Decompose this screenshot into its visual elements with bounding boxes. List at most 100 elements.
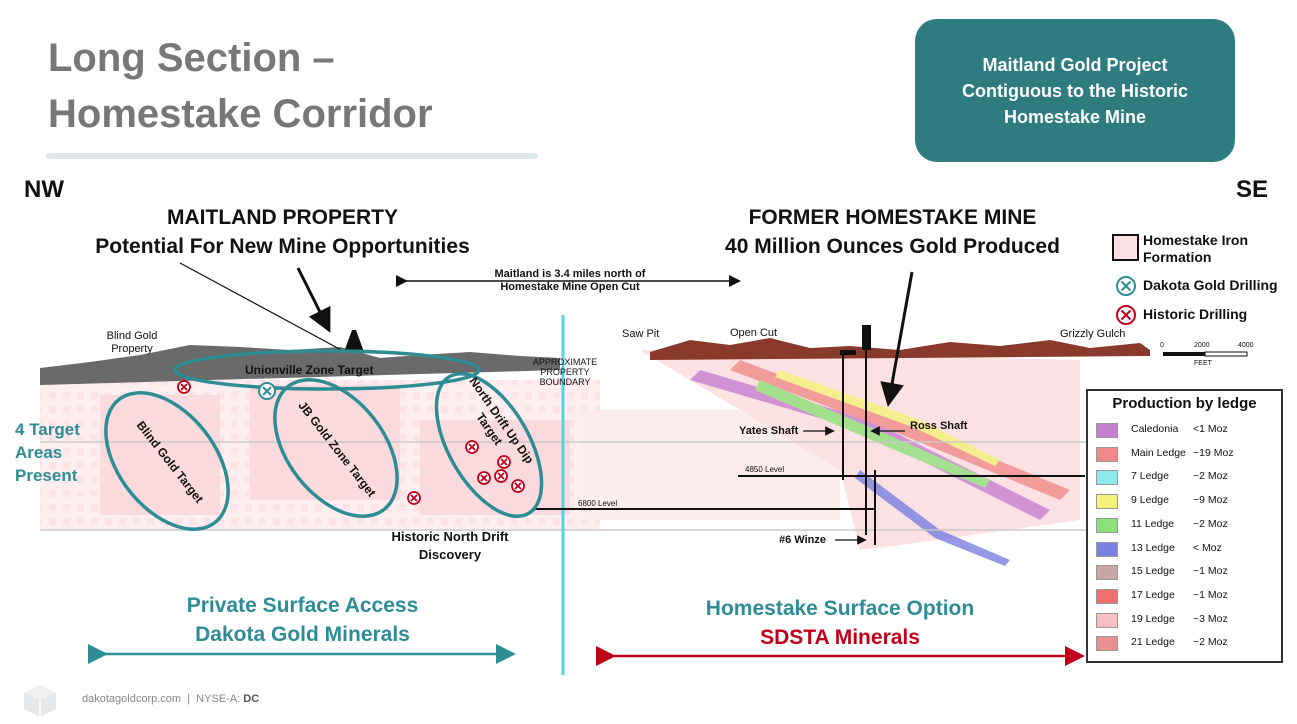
ledge-name: 21 Ledge [1131,636,1175,649]
project-callout: Maitland Gold Project Contiguous to the … [915,19,1235,162]
dakota-cube-logo-icon [24,685,56,717]
ledge-production-value: ~2 Moz [1193,470,1228,483]
direction-nw: NW [24,176,64,203]
scale-2000: 2000 [1194,342,1210,349]
saw-pit-label: Saw Pit [622,328,660,340]
ledge-color-swatch [1096,446,1118,462]
dakota-surface-line-2: Dakota Gold Minerals [195,623,410,646]
historic-discovery-label: Historic North Drift Discovery [375,528,525,564]
title-line-2: Homestake Corridor [48,92,433,136]
yates-shaft-label: Yates Shaft [739,425,799,437]
dakota-drill-marker [258,382,276,400]
homestake-surface-line-1: Homestake Surface Option [705,597,975,620]
ledge-production-value: ~1 Moz [1193,588,1228,601]
homestake-pointer [880,271,914,407]
ledge-color-swatch [1096,565,1118,581]
historic-drill-markers [177,380,525,505]
ledge-color-swatch [1096,494,1118,510]
ross-shaft-label: Ross Shaft [910,420,968,432]
boundary-line-1: APPROXIMATE [532,357,598,367]
headframe [862,325,871,350]
distance-note-line-2: Homestake Mine Open Cut [500,281,640,293]
blind-gold-target-ellipse [104,391,230,531]
ledge-color-swatch [1096,541,1118,557]
surface-topography-se [650,338,1150,360]
winze-label: #6 Winze [779,534,826,546]
historic-drilling-key-label: Historic Drilling [1143,306,1248,322]
homestake-subtitle: 40 Million Ounces Gold Produced [725,235,1060,258]
ledge-production-value: ~2 Moz [1193,636,1228,649]
iron-formation-key-line-2: Formation [1143,249,1212,265]
iron-formation-areas [40,350,1080,550]
dakota-drilling-key-label: Dakota Gold Drilling [1143,277,1278,293]
dakota-drilling-key-icon [1116,276,1136,296]
ledge-production-value: ~9 Moz [1193,494,1228,507]
historic-drilling-key-icon [1116,305,1136,325]
ledge-color-swatch [1096,517,1118,533]
homestake-surface-label: Homestake Surface Option SDSTA Minerals [675,594,1005,652]
yates-collar [840,350,856,355]
maitland-subtitle: Potential For New Mine Opportunities [95,235,470,258]
ledge-name: 19 Ledge [1131,612,1175,625]
ledge-color-swatch [1096,636,1118,652]
maitland-heading: MAITLAND PROPERTY Potential For New Mine… [40,203,525,261]
jb-gold-target-ellipse [273,378,399,518]
iron-formation-key-label: Homestake Iron Formation [1143,232,1248,266]
ledge-name: 13 Ledge [1131,541,1175,554]
ledge-color-swatch [1096,470,1118,486]
maitland-title: MAITLAND PROPERTY [167,206,398,229]
direction-se: SE [1236,176,1269,203]
iron-formation-key-line-1: Homestake Iron [1143,232,1249,248]
ledge-production-value: <1 Moz [1193,423,1228,435]
ledge-name: Caledonia [1131,423,1179,435]
dakota-surface-line-1: Private Surface Access [186,594,419,617]
title-line-1: Long Section – [48,36,335,80]
maitland-pointer-thin [179,262,346,353]
title-underline [46,153,538,159]
footer-exchange: NYSE-A: [196,693,241,705]
footer: dakotagoldcorp.com | NYSE-A: DC [82,693,259,705]
target-count-label: 4 Target Areas Present [15,418,80,487]
ledge-production-value: ~3 Moz [1193,612,1228,625]
open-cut-label: Open Cut [730,327,778,339]
unionville-target-label: Unionville Zone Target [245,363,374,377]
boundary-line-3: BOUNDARY [539,377,591,387]
ledge-name: 17 Ledge [1131,588,1175,601]
ledge-name: 15 Ledge [1131,565,1175,578]
maitland-pointer-bold [296,267,331,333]
ledge-color-swatch [1096,588,1118,604]
ledge-name: 7 Ledge [1131,470,1169,483]
blind-gold-property-line-2: Property [111,343,153,355]
sdsta-minerals-line: SDSTA Minerals [760,626,920,649]
north-drift-target-ellipse [434,371,544,519]
level-6800-label: 6800 Level [578,499,618,508]
scale-0: 0 [1160,342,1164,349]
footer-ticker: DC [243,693,260,705]
historic-discovery-line-2: Discovery [418,547,482,562]
property-boundary-label: APPROXIMATE PROPERTY BOUNDARY [520,357,610,387]
historic-discovery-line-1: Historic North Drift [391,529,509,544]
target-count-line-1: 4 Target [15,420,80,439]
dakota-surface-label: Private Surface Access Dakota Gold Miner… [150,591,455,649]
scale-4000: 4000 [1238,342,1254,349]
target-count-line-2: Areas [15,443,63,462]
target-count-line-3: Present [15,466,78,485]
ledge-production-value: ~2 Moz [1193,517,1228,530]
scale-unit: FEET [1194,360,1212,367]
blind-gold-property-line-1: Blind Gold [106,330,158,342]
ledge-name: Main Ledge [1131,446,1186,459]
distance-note-line-1: Maitland is 3.4 miles north of [494,268,646,280]
ledge-name: 9 Ledge [1131,494,1169,507]
boundary-line-2: PROPERTY [540,367,590,377]
grizzly-gulch-label: Grizzly Gulch [1060,328,1126,340]
homestake-title: FORMER HOMESTAKE MINE [748,206,1037,229]
scale-bar [1163,351,1248,357]
page-title: Long Section – Homestake Corridor [48,30,433,142]
ore-ledges [690,360,1070,566]
footer-site[interactable]: dakotagoldcorp.com [82,693,182,705]
ledge-production-value: ~1 Moz [1193,565,1228,578]
distance-note: Maitland is 3.4 miles north of Homestake… [455,268,685,294]
ledge-color-swatch [1096,423,1118,438]
